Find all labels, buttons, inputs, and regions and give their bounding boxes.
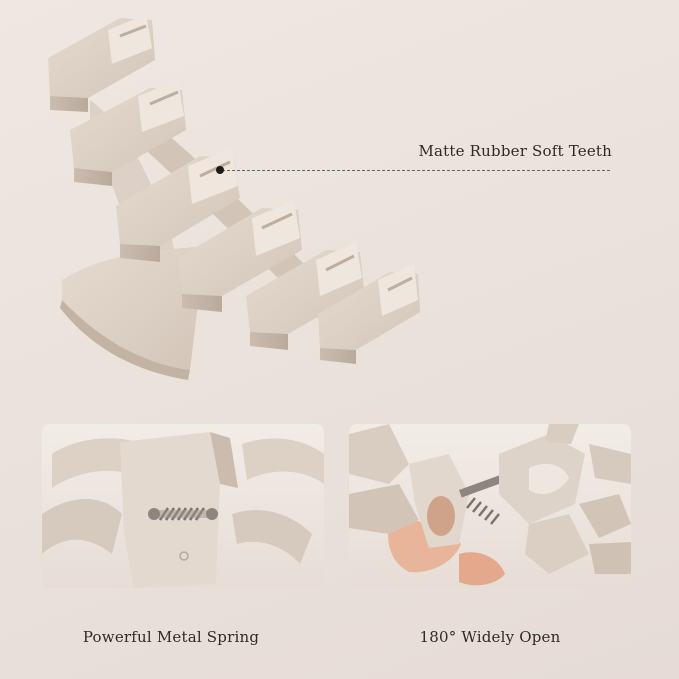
open-caption: 180° Widely Open (419, 628, 561, 646)
claw-clip-teeth-icon (48, 14, 420, 380)
spring-detail-panel (42, 424, 324, 588)
spring-caption: Powerful Metal Spring (82, 628, 260, 646)
metal-spring-icon (42, 432, 324, 588)
open-detail-panel (349, 424, 631, 588)
open-clip-icon (349, 424, 631, 586)
callout-leader-line (222, 170, 610, 171)
callout-label: Matte Rubber Soft Teeth (418, 142, 612, 160)
callout-marker-dot (216, 166, 224, 174)
